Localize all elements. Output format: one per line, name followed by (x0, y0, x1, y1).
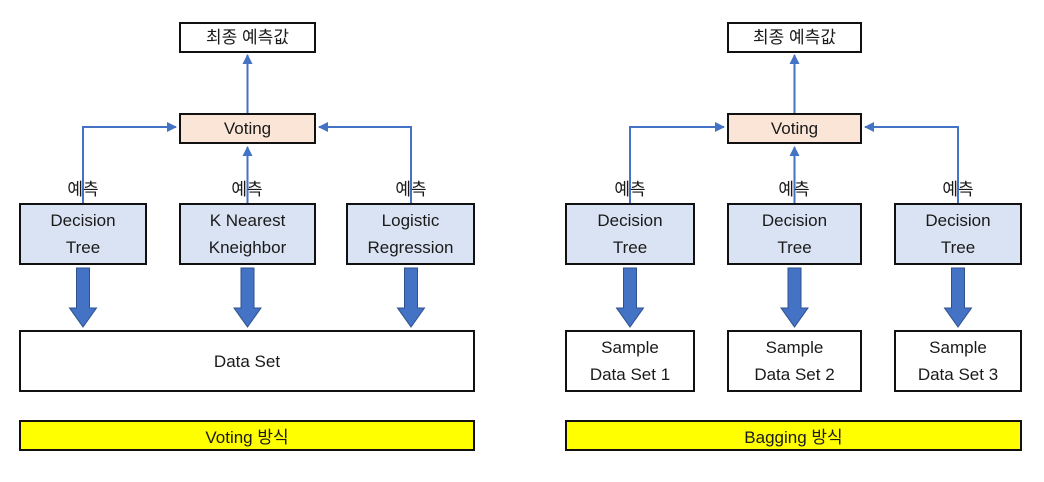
arrow-tree3-to-voting-right (864, 122, 959, 203)
block-arrow-dataset-to-knn (233, 267, 262, 328)
voting-method-banner-label: Voting 방식 (205, 428, 289, 447)
model-box-decision-tree-2: Decision Tree (727, 203, 862, 265)
final-prediction-box: 최종 예측값 (179, 22, 316, 53)
data-set-label: Data Set (213, 351, 281, 371)
sample-label-line1: Sample (601, 338, 659, 357)
sample-label-line2: Data Set 1 (589, 365, 671, 384)
predict-label: 예측 (614, 180, 646, 199)
model-box-decision-tree-3: Decision Tree (894, 203, 1022, 265)
final-prediction-label: 최종 예측값 (206, 28, 289, 47)
model-box-k-nearest-kneighbor: K Nearest Kneighbor (179, 203, 316, 265)
block-arrow-sample2-to-tree2 (780, 267, 809, 328)
block-arrow-dataset-to-decision-tree (68, 267, 98, 328)
model-label-line1: Logistic (381, 211, 440, 230)
arrow-decision-tree-to-voting-left (82, 122, 177, 203)
model-label-line2: Regression (367, 238, 454, 257)
arrow-logistic-to-voting-left (318, 122, 412, 203)
arrow-tree1-to-voting-right (629, 122, 725, 203)
model-box-decision-tree-1: Decision Tree (565, 203, 695, 265)
predict-label: 예측 (231, 180, 263, 199)
sample-label-line2: Data Set 2 (754, 365, 835, 384)
model-label-line2: Tree (777, 238, 812, 257)
model-label-line2: Tree (65, 238, 101, 257)
model-label-line1: Decision (761, 211, 828, 230)
voting-method-banner: Voting 방식 (19, 420, 475, 451)
model-label-line2: Kneighbor (208, 238, 287, 257)
sample-label-line1: Sample (929, 338, 987, 357)
model-label-line2: Tree (612, 238, 648, 257)
model-label-line1: Decision (597, 211, 663, 230)
block-arrow-sample3-to-tree3 (943, 267, 973, 328)
final-prediction-label: 최종 예측값 (753, 28, 836, 47)
model-label-line1: Decision (925, 211, 991, 230)
model-label-line1: K Nearest (209, 211, 286, 230)
bagging-method-banner-label: Bagging 방식 (744, 428, 843, 447)
predict-label: 예측 (67, 180, 99, 199)
sample-label-line1: Sample (765, 338, 824, 357)
model-box-logistic-regression: Logistic Regression (346, 203, 475, 265)
bagging-method-banner: Bagging 방식 (565, 420, 1022, 451)
predict-label: 예측 (942, 180, 974, 199)
final-prediction-box: 최종 예측값 (727, 22, 862, 53)
model-box-decision-tree: Decision Tree (19, 203, 147, 265)
sample-label-line2: Data Set 3 (917, 365, 999, 384)
voting-box: Voting (727, 113, 862, 144)
data-set-box: Data Set (19, 330, 475, 392)
predict-label: 예측 (778, 180, 810, 199)
voting-box: Voting (179, 113, 316, 144)
voting-box-label: Voting (223, 119, 272, 138)
sample-data-set-3-box: Sample Data Set 3 (894, 330, 1022, 392)
model-label-line2: Tree (940, 238, 976, 257)
sample-data-set-2-box: Sample Data Set 2 (727, 330, 862, 392)
model-label-line1: Decision (50, 211, 116, 230)
sample-data-set-1-box: Sample Data Set 1 (565, 330, 695, 392)
predict-label: 예측 (395, 180, 427, 199)
voting-box-label: Voting (770, 119, 819, 138)
block-arrow-sample1-to-tree1 (615, 267, 645, 328)
block-arrow-dataset-to-logistic (396, 267, 426, 328)
